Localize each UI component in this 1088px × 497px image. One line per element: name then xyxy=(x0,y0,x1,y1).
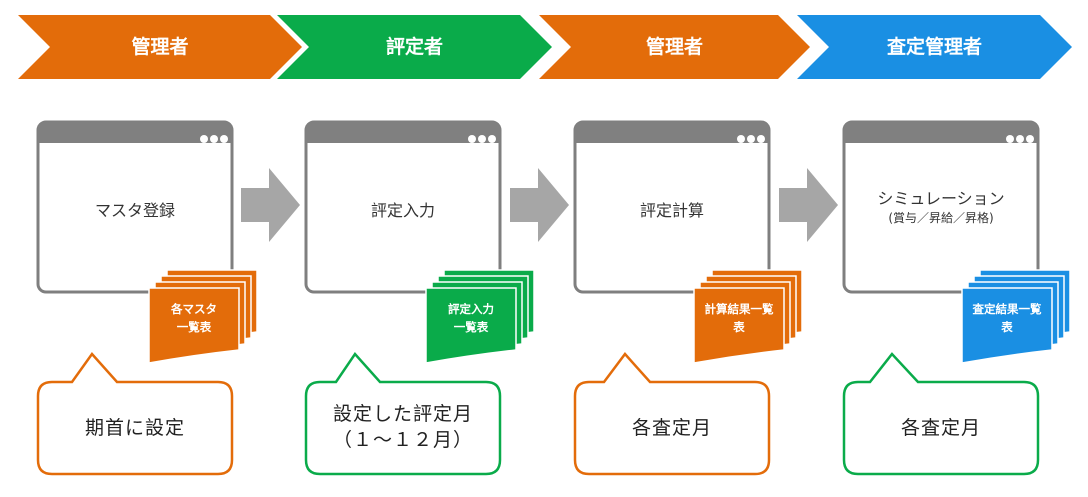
document-label-1: 各マスタ 一覧表 xyxy=(149,300,239,336)
window-controls-icon xyxy=(735,128,765,147)
window-title-2: 評定入力 xyxy=(308,200,498,222)
flow-arrow-1 xyxy=(241,168,300,242)
window-4 xyxy=(842,120,1040,294)
document-label-line: 評定入力 xyxy=(448,302,494,316)
window-controls-icon xyxy=(466,128,496,147)
bubble-line: 各査定月 xyxy=(631,417,712,439)
window-1 xyxy=(36,120,234,294)
document-label-line: 表 xyxy=(733,320,745,334)
role-chevron-1 xyxy=(18,15,302,79)
bubble-line: 各査定月 xyxy=(900,417,981,439)
window-header xyxy=(575,122,769,143)
document-label-line: 一覧表 xyxy=(176,320,212,334)
window-title-text: 評定計算 xyxy=(639,201,704,220)
window-title-text: シミュレーション xyxy=(877,189,1005,208)
document-stack-2 xyxy=(425,269,535,364)
document-stack-4 xyxy=(961,269,1071,364)
document-label-4: 査定結果一覧 表 xyxy=(962,300,1052,336)
document-label-line: 表 xyxy=(1001,320,1013,334)
flow-arrow-2 xyxy=(510,168,569,242)
speech-bubble-1 xyxy=(36,352,234,476)
speech-bubble-2 xyxy=(304,351,502,476)
window-controls-icon xyxy=(1004,128,1034,147)
role-label-1: 管理者 xyxy=(131,36,189,58)
document-label-line: 査定結果一覧 xyxy=(972,302,1042,316)
speech-bubble-4 xyxy=(842,352,1040,476)
document-label-line: 各マスタ xyxy=(171,302,217,316)
window-title-3: 評定計算 xyxy=(577,200,767,222)
bubble-line: （１～１２月） xyxy=(332,429,473,451)
bubble-line: 期首に設定 xyxy=(84,417,185,439)
document-sheet xyxy=(693,287,785,364)
window-2 xyxy=(304,120,502,294)
document-label-line: 一覧表 xyxy=(453,320,489,334)
document-sheet xyxy=(425,287,517,364)
window-title-text: マスタ登録 xyxy=(94,201,175,220)
window-3 xyxy=(573,120,771,294)
role-label-4: 査定管理者 xyxy=(886,36,982,58)
role-chevron-3 xyxy=(539,15,810,79)
window-header xyxy=(38,122,232,143)
role-chevron-4 xyxy=(797,15,1072,79)
bubble-text-3: 各査定月 xyxy=(577,415,767,441)
document-stack-3 xyxy=(693,269,803,364)
role-chevron-2 xyxy=(277,15,552,79)
window-controls-icon xyxy=(198,128,228,147)
window-title-text: 評定入力 xyxy=(370,201,435,220)
bubble-text-1: 期首に設定 xyxy=(40,415,230,441)
role-label-3: 管理者 xyxy=(645,36,703,58)
role-label-2: 評定者 xyxy=(385,36,443,58)
flow-arrow-3 xyxy=(779,168,838,242)
window-subtitle: (賞与／昇給／昇格) xyxy=(888,211,994,225)
bubble-text-4: 各査定月 xyxy=(846,415,1036,441)
document-label-3: 計算結果一覧 表 xyxy=(694,300,784,336)
window-header xyxy=(306,122,500,143)
bubble-line: 設定した評定月 xyxy=(332,403,473,425)
window-header xyxy=(844,122,1038,143)
document-label-line: 計算結果一覧 xyxy=(704,302,774,316)
speech-bubble-3 xyxy=(573,352,771,476)
bubble-text-2: 設定した評定月 （１～１２月） xyxy=(308,401,498,453)
document-stack-1 xyxy=(148,269,258,364)
document-sheet xyxy=(148,287,240,364)
document-label-2: 評定入力 一覧表 xyxy=(426,300,516,336)
window-title-1: マスタ登録 xyxy=(40,200,230,222)
window-title-4: シミュレーション (賞与／昇給／昇格) xyxy=(846,188,1036,226)
document-sheet xyxy=(961,287,1053,364)
